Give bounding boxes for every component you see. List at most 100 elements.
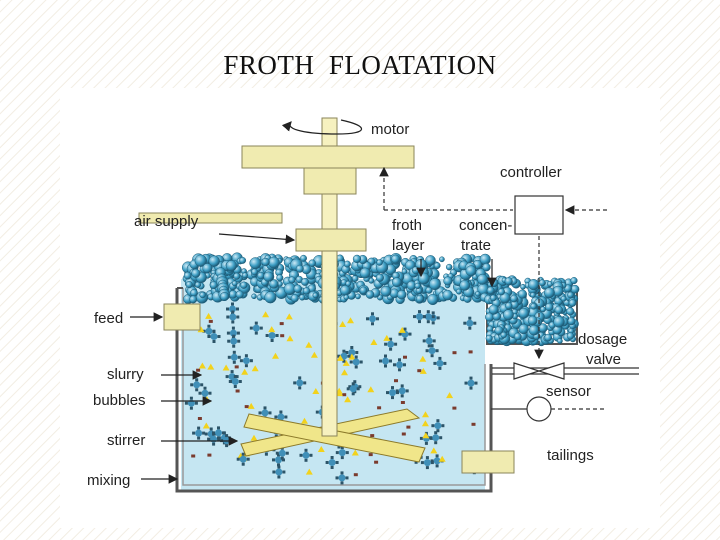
froth-bubble — [477, 273, 488, 285]
particle-bubble-cluster — [325, 456, 339, 469]
froth-bubble — [261, 257, 270, 267]
froth-bubble — [396, 289, 407, 300]
froth-bubble — [264, 291, 277, 304]
froth-bubble — [300, 254, 307, 262]
feed-label: feed — [94, 310, 123, 327]
brown-particle — [191, 454, 196, 458]
yellow-particle — [351, 449, 359, 456]
froth-bubble — [443, 276, 453, 286]
concentrate-bubble — [530, 292, 536, 298]
concentrate-bubble — [488, 304, 499, 315]
concentrate-bubble — [544, 333, 553, 342]
froth-bubble — [269, 279, 279, 289]
slurry-label: slurry — [107, 366, 144, 383]
tailings-pipe — [461, 450, 515, 474]
concentrate-bubble — [504, 277, 513, 286]
yellow-particle — [370, 339, 378, 345]
yellow-particle — [419, 355, 427, 362]
concentrate-bubble — [489, 294, 497, 302]
yellow-particle — [341, 369, 348, 376]
particle-bubble-cluster — [226, 310, 240, 324]
label-pointers — [141, 259, 497, 484]
brown-particle — [471, 422, 476, 426]
froth-flotation-diagram: motor controller air supply froth layer … — [79, 96, 648, 515]
yellow-particle — [347, 317, 354, 324]
brown-particle — [468, 350, 473, 354]
concentrate-bubble — [567, 291, 574, 299]
yellow-particle — [251, 365, 259, 372]
yellow-particle — [367, 386, 375, 393]
froth-bubble — [190, 289, 198, 297]
concentrate-bubble — [545, 302, 554, 312]
froth-bubble — [352, 254, 362, 264]
particle-bubble-cluster — [192, 426, 206, 440]
froth-bubble — [359, 286, 368, 295]
froth-bubble — [465, 265, 477, 277]
froth-bubble — [199, 291, 206, 299]
concentrate-bubble — [518, 307, 530, 319]
froth-bubble — [343, 260, 351, 268]
concentrate-bubble — [489, 278, 499, 288]
froth-bubble — [482, 263, 491, 272]
yellow-particle — [272, 352, 279, 359]
yellow-particle — [250, 434, 258, 441]
brown-particle — [452, 351, 457, 355]
sensor — [491, 396, 604, 422]
froth-bubble — [268, 256, 280, 269]
froth-bubble — [439, 256, 445, 263]
froth-bubble — [233, 272, 241, 280]
froth-bubble — [240, 281, 248, 289]
froth-bubble — [345, 280, 352, 287]
froth-bubble — [183, 271, 192, 280]
froth-bubble — [418, 272, 430, 285]
yellow-particle — [348, 353, 356, 360]
froth-bubble — [288, 276, 296, 284]
froth-bubble — [442, 289, 453, 301]
froth-bubble — [355, 293, 361, 300]
particle-bubble-cluster — [431, 419, 445, 433]
sensor-label: sensor — [546, 383, 591, 400]
froth-bubble — [459, 280, 471, 291]
froth-bubble — [202, 263, 213, 274]
yellow-particle — [301, 417, 308, 424]
froth-bubble — [239, 256, 247, 264]
motor-label: motor — [371, 121, 409, 138]
yellow-particle — [398, 326, 406, 333]
particle-bubble-cluster — [249, 321, 263, 335]
froth-bubble — [293, 284, 303, 294]
brown-particle — [403, 355, 407, 359]
particle-bubble-cluster — [346, 382, 360, 396]
froth-bubble — [302, 287, 311, 295]
concentrate-label-line1: concen- — [459, 217, 512, 234]
froth-bubble — [290, 294, 299, 303]
brown-particle — [280, 334, 285, 338]
particle-bubble-cluster — [420, 456, 434, 470]
concentrate-bubble — [570, 284, 580, 294]
yellow-particle — [247, 402, 255, 409]
brown-particle — [208, 319, 213, 323]
froth-bubble — [415, 294, 424, 303]
particle-bubble-cluster — [413, 310, 426, 324]
brown-particle — [374, 460, 379, 464]
froth-bubble — [301, 277, 309, 286]
yellow-particle — [438, 455, 446, 462]
concentrate-bubble — [570, 277, 578, 285]
controller — [379, 166, 607, 360]
froth-layer — [181, 252, 580, 347]
froth-label-line1: froth — [392, 217, 422, 234]
brown-particle — [279, 322, 284, 326]
particle-bubble-cluster — [433, 356, 447, 370]
brown-particle — [377, 406, 382, 410]
froth-bubble — [380, 285, 392, 297]
yellow-particle — [268, 326, 276, 333]
brown-particle — [244, 405, 249, 409]
particle-bubble-cluster — [384, 337, 398, 351]
concentrate-bubble — [517, 289, 527, 299]
concentrate-bubble — [510, 294, 518, 303]
froth-bubble — [191, 268, 201, 278]
tailings-label: tailings — [547, 447, 594, 464]
froth-bubble — [242, 272, 248, 279]
froth-bubble — [189, 295, 198, 304]
concentrate-bubble — [505, 302, 513, 310]
froth-bubble — [257, 271, 265, 280]
